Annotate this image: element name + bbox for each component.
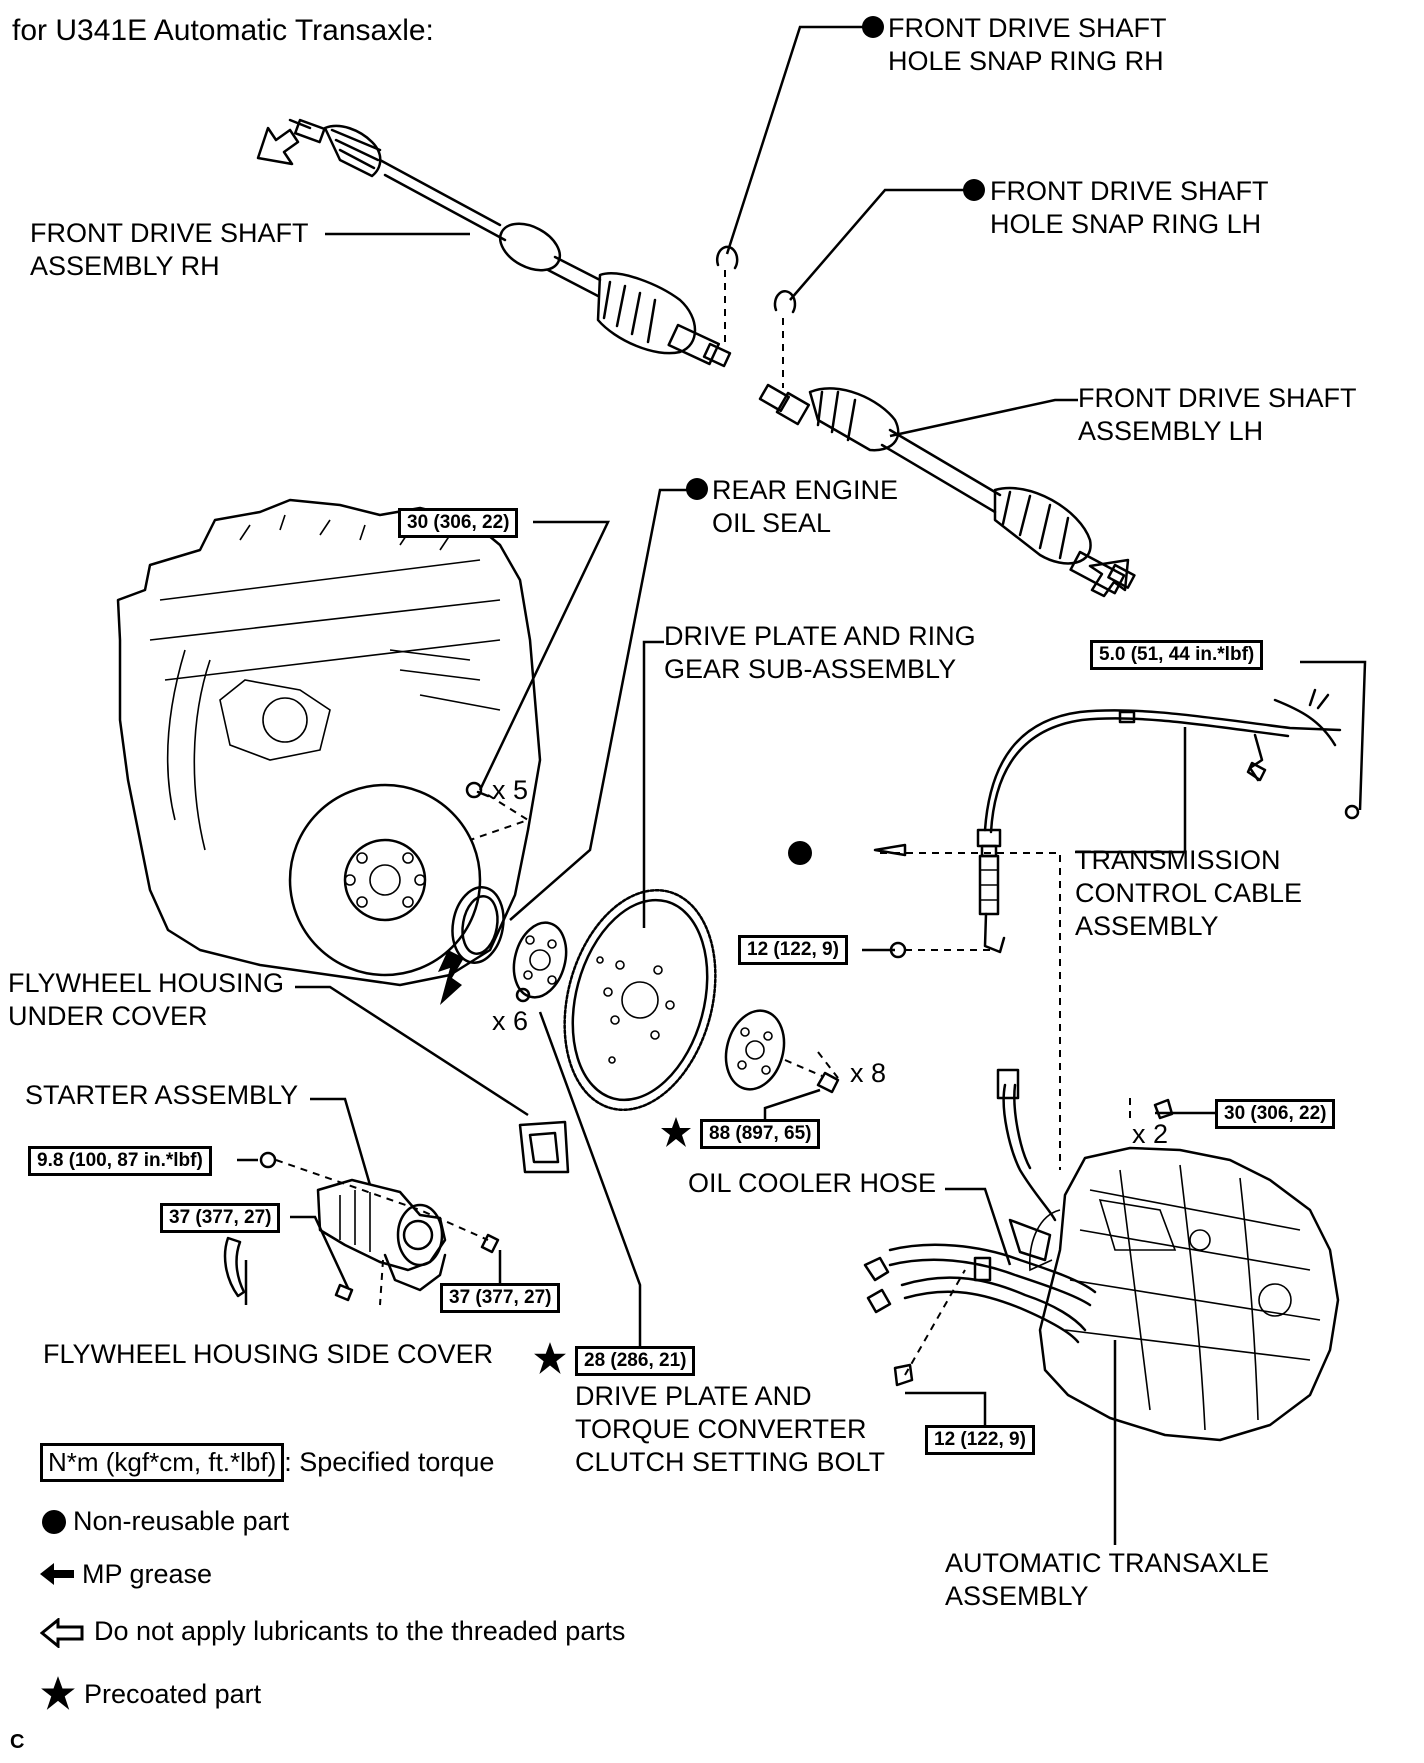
qty-plate-bolts: x 8 bbox=[850, 1058, 887, 1088]
non-reusable-marker bbox=[963, 179, 985, 201]
rear-engine-oil-seal bbox=[451, 886, 505, 964]
precoated-star-icon bbox=[660, 1116, 692, 1148]
no-lubricant-icon bbox=[40, 1618, 84, 1648]
front-drive-shaft-lh bbox=[758, 383, 1136, 598]
label-drive-plate-ring-gear: DRIVE PLATE AND RING GEAR SUB-ASSEMBLY bbox=[664, 621, 976, 684]
mp-grease-icon bbox=[40, 1562, 76, 1586]
front-drive-shaft-rh bbox=[256, 118, 732, 368]
legend-specified-torque: N*m (kgf*cm, ft.*lbf): Specified torque bbox=[40, 1443, 494, 1482]
label-flywheel-housing-side-cover: FLYWHEEL HOUSING SIDE COVER bbox=[43, 1339, 494, 1369]
qty-transaxle-bolts: x 2 bbox=[1132, 1119, 1169, 1149]
starter-assembly bbox=[259, 1151, 500, 1302]
page-heading: for U341E Automatic Transaxle: bbox=[12, 14, 434, 47]
label-transmission-control-cable: TRANSMISSION CONTROL CABLE ASSEMBLY bbox=[1075, 845, 1303, 941]
mp-grease-arrow bbox=[438, 950, 464, 1005]
label-snap-ring-lh: FRONT DRIVE SHAFT HOLE SNAP RING LH bbox=[990, 176, 1269, 239]
torque-engine-top: 30 (306, 22) bbox=[398, 508, 519, 538]
cable-nut bbox=[889, 941, 907, 959]
flywheel-housing-side-cover bbox=[223, 1236, 246, 1298]
transmission-control-cable bbox=[873, 688, 1360, 954]
label-oil-cooler-hose: OIL COOLER HOSE bbox=[688, 1168, 937, 1198]
precoated-icon bbox=[40, 1675, 76, 1711]
drive-plate-front bbox=[724, 1009, 840, 1094]
engine-block bbox=[116, 498, 542, 987]
label-flywheel-housing-under-cover: FLYWHEEL HOUSING UNDER COVER bbox=[8, 968, 285, 1031]
legend-torque-box: N*m (kgf*cm, ft.*lbf) bbox=[40, 1443, 285, 1482]
torque-setting-bolt: 28 (286, 21) bbox=[575, 1346, 696, 1376]
torque-plate-bolt: 88 (897, 65) bbox=[700, 1119, 821, 1149]
label-automatic-transaxle: AUTOMATIC TRANSAXLE ASSEMBLY bbox=[945, 1548, 1270, 1611]
snap-rings bbox=[715, 245, 797, 314]
dashed-lines bbox=[275, 270, 1131, 1376]
torque-starter-lower: 37 (377, 27) bbox=[160, 1203, 281, 1233]
non-reusable-icon bbox=[42, 1510, 66, 1534]
label-shaft-lh: FRONT DRIVE SHAFT ASSEMBLY LH bbox=[1078, 383, 1357, 446]
label-starter-assembly: STARTER ASSEMBLY bbox=[25, 1080, 299, 1110]
torque-cable-nut: 12 (122, 9) bbox=[738, 935, 848, 965]
legend-precoated: Precoated part bbox=[84, 1679, 262, 1709]
legend-torque-text: : Specified torque bbox=[284, 1447, 495, 1477]
torque-starter-right: 37 (377, 27) bbox=[440, 1283, 561, 1313]
torque-transaxle-bolt: 30 (306, 22) bbox=[1215, 1099, 1336, 1129]
flywheel-housing-under-cover bbox=[518, 1120, 570, 1174]
footer-mark: C bbox=[10, 1731, 25, 1753]
legend-no-lubricant: Do not apply lubricants to the threaded … bbox=[94, 1616, 626, 1646]
qty-setting-bolts: x 6 bbox=[492, 1006, 529, 1036]
drive-plate-ring-gear bbox=[563, 888, 717, 1112]
torque-starter-nut: 9.8 (100, 87 in.*lbf) bbox=[28, 1146, 212, 1176]
non-reusable-marker bbox=[862, 16, 884, 38]
label-setting-bolt: DRIVE PLATE AND TORQUE CONVERTER CLUTCH … bbox=[575, 1381, 886, 1477]
spacer-plate bbox=[512, 921, 568, 1003]
qty-engine-bolts: x 5 bbox=[492, 775, 529, 805]
non-reusable-marker bbox=[686, 478, 708, 500]
label-rear-engine-oil-seal: REAR ENGINE OIL SEAL bbox=[712, 475, 899, 538]
torque-bracket: 5.0 (51, 44 in.*lbf) bbox=[1090, 640, 1264, 670]
non-reusable-marker bbox=[788, 841, 812, 865]
automatic-transaxle bbox=[863, 1068, 1340, 1442]
label-snap-ring-rh: FRONT DRIVE SHAFT HOLE SNAP RING RH bbox=[888, 13, 1167, 76]
torque-transaxle-lower: 12 (122, 9) bbox=[925, 1425, 1035, 1455]
legend-non-reusable: Non-reusable part bbox=[73, 1506, 290, 1536]
label-shaft-rh: FRONT DRIVE SHAFT ASSEMBLY RH bbox=[30, 218, 309, 281]
leader-lines bbox=[237, 25, 1367, 1545]
legend-mp-grease: MP grease bbox=[82, 1559, 213, 1589]
precoated-star-icon bbox=[533, 1341, 567, 1375]
